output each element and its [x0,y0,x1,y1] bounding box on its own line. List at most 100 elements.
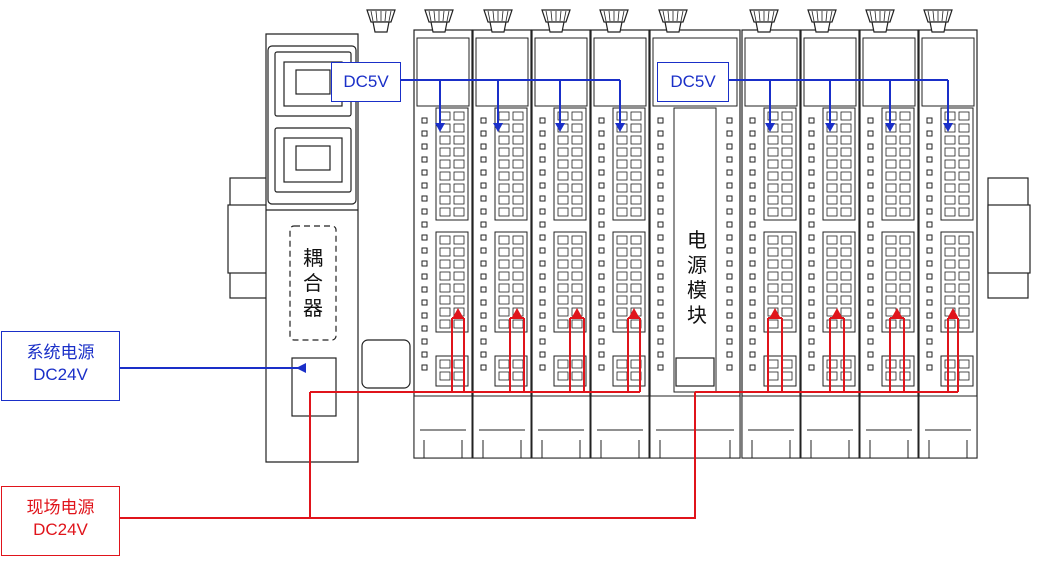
led-dot [539,351,546,358]
led-dot [598,182,605,189]
terminal-hole [840,195,852,205]
terminal-hole [571,371,583,381]
terminal-hole [571,123,583,133]
led-dot [867,156,874,163]
led-dot [539,117,546,124]
terminal-hole [840,371,852,381]
field-power-riser [767,318,783,392]
terminal-hole [512,283,524,293]
knob-grip [932,10,935,22]
knob-grip [545,10,549,22]
ethernet-port-icon [274,127,352,193]
vertical-char: 器 [303,296,323,320]
led-dot [421,195,428,202]
led-dot [867,143,874,150]
led-dot [598,325,605,332]
module-base [472,395,532,459]
terminal-hole [958,207,970,217]
knob-stem [929,21,947,33]
led-dot [808,143,815,150]
terminal-block-icon [675,357,715,387]
led-dot [726,182,733,189]
terminal-hole [958,271,970,281]
module-latch [925,429,971,458]
arrow-up-icon [512,308,522,317]
terminal-hole [512,359,524,369]
terminal-hole [439,135,451,145]
knob-grip [945,10,949,22]
field-power-line2: DC24V [33,520,88,539]
terminal-hole [571,235,583,245]
knob-grip [487,10,491,22]
terminal-hole [498,271,510,281]
knob-grip [869,10,873,22]
vertical-char: 模 [687,278,707,302]
knob-icon [923,9,953,33]
led-dot [421,130,428,137]
led-dot [480,208,487,215]
led-dot [657,286,664,293]
terminal-hole [899,259,911,269]
terminal-hole [826,147,838,157]
module-base [918,395,978,459]
module-latch [748,429,794,458]
terminal-hole [571,247,583,257]
led-dot [480,143,487,150]
led-dot [867,286,874,293]
led-dot [808,130,815,137]
knob-icon [366,9,396,33]
terminal-hole [958,235,970,245]
terminal-hole [885,247,897,257]
led-dot [726,338,733,345]
knob-grip [771,10,775,22]
terminal-hole [512,319,524,329]
terminal-hole [767,159,779,169]
terminal-hole [944,319,956,329]
led-dot [808,195,815,202]
terminal-hole [885,207,897,217]
led-dot [926,143,933,150]
led-dot [480,169,487,176]
knob-icon [599,9,629,33]
dc5v-label-right: DC5V [657,62,729,102]
terminal-hole [840,171,852,181]
terminal-hole [630,207,642,217]
knob-stem [430,21,448,33]
terminal-hole [453,183,465,193]
terminal-hole [840,123,852,133]
terminal-hole [958,183,970,193]
terminal-hole [630,147,642,157]
terminal-hole [453,319,465,329]
led-dot [867,117,874,124]
led-dot [539,338,546,345]
terminal-hole [840,235,852,245]
terminal-hole [439,171,451,181]
terminal-hole [885,259,897,269]
led-dot [726,156,733,163]
arrow-down-icon [885,123,895,132]
led-dot [749,130,756,137]
terminal-hole [958,359,970,369]
led-dot [480,286,487,293]
terminal-hole [557,135,569,145]
terminal-hole [840,159,852,169]
terminal-hole [512,295,524,305]
terminal-hole [512,123,524,133]
knob-grip [753,10,757,22]
arrow-up-icon [453,308,463,317]
terminal-hole [899,123,911,133]
led-dot [808,338,815,345]
module-cover [475,37,529,107]
terminal-hole [885,135,897,145]
terminal-hole [899,295,911,305]
terminal-hole [498,359,510,369]
module-base [800,395,860,459]
led-dot [867,299,874,306]
led-dot [749,273,756,280]
knob-icon [483,9,513,33]
io-modules [413,29,978,459]
led-dot [808,221,815,228]
led-dot [867,234,874,241]
led-dot [598,221,605,228]
knob-grip [829,10,833,22]
